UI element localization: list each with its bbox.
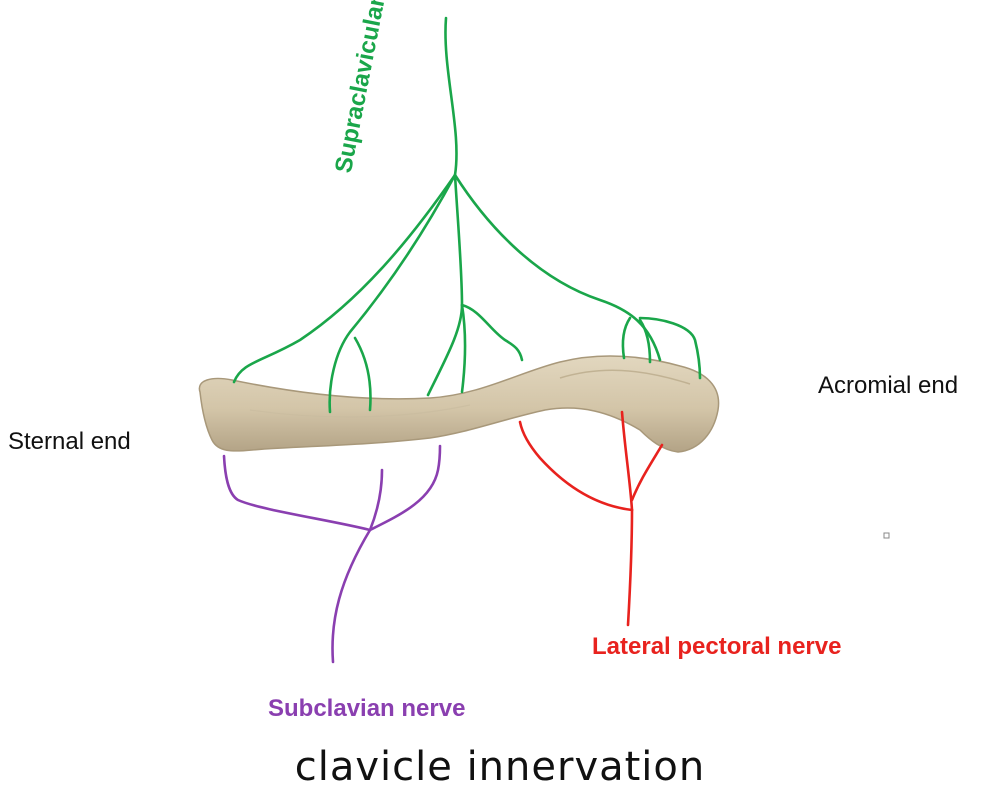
- lateral-pectoral-trunk: [626, 508, 634, 627]
- subclavian-nerve: [222, 444, 442, 664]
- supraclavicular-twig-3b: [460, 303, 524, 362]
- supraclavicular-trunk: [444, 16, 458, 177]
- lateral-pectoral-branch-right: [630, 443, 664, 502]
- supraclavicular-branch-2: [328, 173, 457, 414]
- lateral-pectoral-branch-left: [518, 420, 634, 512]
- supraclavicular-twig-4a: [621, 316, 632, 360]
- supraclavicular-branch-1: [232, 173, 457, 384]
- lateral-pectoral-branch-mid: [620, 410, 634, 512]
- diagram-caption: clavicle innervation: [294, 744, 706, 790]
- clavicle-bone: [198, 355, 720, 453]
- subclavian-branch-left: [222, 454, 372, 532]
- acromial-end-label: Acromial end: [818, 372, 959, 399]
- subclavian-trunk: [331, 528, 372, 664]
- subclavian-branch-mid: [368, 468, 384, 532]
- supraclavicular-branch-4: [453, 173, 662, 362]
- supraclavicular-twig-3a: [460, 303, 467, 394]
- subclavian-nerve-label: Subclavian nerve: [268, 695, 466, 722]
- supraclavicular-twig-2: [353, 336, 372, 412]
- subclavian-branch-right: [368, 444, 442, 532]
- supraclavicular-branch-3: [426, 173, 464, 397]
- sternal-end-label: Sternal end: [8, 428, 131, 455]
- supraclavicular-twig-4b: [638, 316, 702, 380]
- lateral-pectoral-nerve-label: Lateral pectoral nerve: [592, 633, 842, 660]
- supraclavicular-twig-4c: [638, 318, 652, 364]
- stray-mark: [883, 532, 890, 539]
- lateral-pectoral-nerve: [518, 410, 664, 627]
- supraclavicular-nerve: [232, 16, 702, 414]
